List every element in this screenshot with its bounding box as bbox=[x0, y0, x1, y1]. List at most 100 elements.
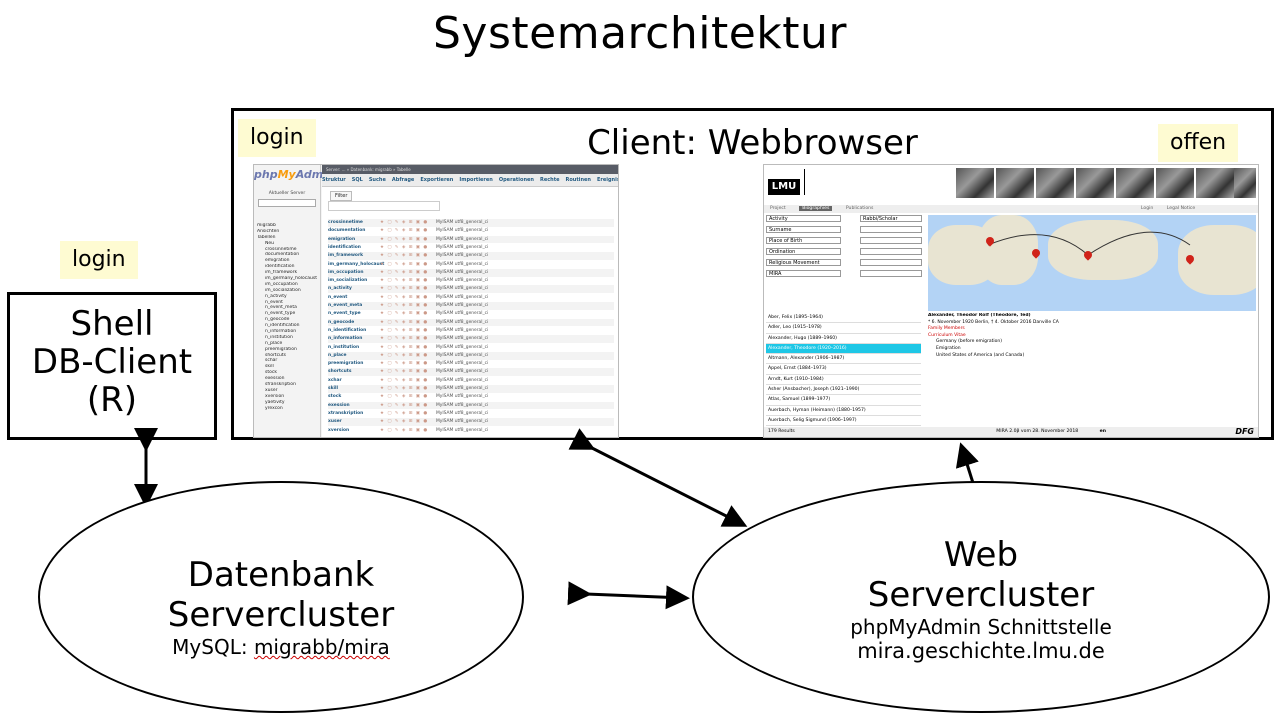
pma-row-action-icons[interactable]: ★ ▢ ✎ ◈ ⊞ ▣ ● bbox=[380, 402, 429, 408]
pma-row-action-icons[interactable]: ★ ▢ ✎ ◈ ⊞ ▣ ● bbox=[380, 244, 429, 250]
pma-tree-item[interactable]: stock bbox=[265, 370, 277, 376]
pma-table-name[interactable]: n_institution bbox=[328, 344, 360, 350]
nav-project[interactable]: Project bbox=[770, 206, 786, 211]
pma-tree-item[interactable]: migrabb bbox=[257, 223, 276, 228]
pma-row-action-icons[interactable]: ★ ▢ ✎ ◈ ⊞ ▣ ● bbox=[380, 361, 429, 367]
mira-field-input[interactable] bbox=[860, 237, 922, 244]
pma-tree-item[interactable]: emigration bbox=[265, 258, 290, 264]
pma-tab[interactable]: SQL bbox=[351, 177, 363, 183]
pma-table-row[interactable]: stock★ ▢ ✎ ◈ ⊞ ▣ ●MyISAM utf8_general_ci bbox=[328, 393, 614, 402]
pma-tree-item[interactable]: im_occupation bbox=[265, 281, 298, 287]
nav-login[interactable]: Login bbox=[1140, 206, 1154, 211]
pma-tab[interactable]: Rechte bbox=[539, 177, 560, 183]
pma-table-row[interactable]: n_institution★ ▢ ✎ ◈ ⊞ ▣ ●MyISAM utf8_ge… bbox=[328, 343, 614, 352]
pma-tree-item[interactable]: xversion bbox=[265, 393, 285, 399]
pma-tree-item[interactable]: n_information bbox=[265, 329, 297, 335]
pma-table-row[interactable]: im_framework★ ▢ ✎ ◈ ⊞ ▣ ●MyISAM utf8_gen… bbox=[328, 252, 614, 260]
pma-row-action-icons[interactable]: ★ ▢ ✎ ◈ ⊞ ▣ ● bbox=[380, 369, 429, 375]
mira-result-item[interactable]: Atlas, Samuel (1899–1977) bbox=[766, 395, 921, 406]
pma-tree-item[interactable]: preemigration bbox=[265, 346, 297, 352]
pma-row-action-icons[interactable]: ★ ▢ ✎ ◈ ⊞ ▣ ● bbox=[380, 294, 429, 300]
pma-table-row[interactable]: im_socialization★ ▢ ✎ ◈ ⊞ ▣ ●MyISAM utf8… bbox=[328, 277, 614, 285]
pma-tree-item[interactable]: Tabellen bbox=[257, 234, 276, 240]
pma-table-row[interactable]: n_information★ ▢ ✎ ◈ ⊞ ▣ ●MyISAM utf8_ge… bbox=[328, 335, 614, 343]
pma-table-name[interactable]: n_place bbox=[328, 352, 347, 358]
pma-tree-item[interactable]: n_place bbox=[265, 340, 283, 346]
pma-table-name[interactable]: xuser bbox=[328, 419, 342, 425]
pma-table-name[interactable]: skill bbox=[328, 386, 339, 391]
pma-row-action-icons[interactable]: ★ ▢ ✎ ◈ ⊞ ▣ ● bbox=[380, 278, 429, 284]
pma-tree-item[interactable]: Ansichten bbox=[257, 228, 280, 234]
pma-table-row[interactable]: n_activity★ ▢ ✎ ◈ ⊞ ▣ ●MyISAM utf8_gener… bbox=[328, 285, 614, 294]
pma-table-name[interactable]: n_event bbox=[328, 294, 348, 300]
pma-table-name[interactable]: n_activity bbox=[328, 286, 352, 292]
pma-row-action-icons[interactable]: ★ ▢ ✎ ◈ ⊞ ▣ ● bbox=[380, 386, 429, 391]
pma-tab[interactable]: Operationen bbox=[498, 177, 534, 183]
pma-table-row[interactable]: xchar★ ▢ ✎ ◈ ⊞ ▣ ●MyISAM utf8_general_ci bbox=[328, 376, 614, 385]
pma-table-row[interactable]: shortcuts★ ▢ ✎ ◈ ⊞ ▣ ●MyISAM utf8_genera… bbox=[328, 368, 614, 377]
pma-tab[interactable]: Exportieren bbox=[420, 177, 454, 183]
mira-field-select[interactable]: Religious Movement bbox=[766, 259, 841, 266]
mira-result-item[interactable]: Appel, Ernst (1884–1973) bbox=[766, 364, 921, 375]
pma-tree-item[interactable]: n_identification bbox=[265, 323, 300, 329]
mira-field-select[interactable]: MIRA bbox=[766, 270, 841, 277]
pma-table-name[interactable]: exession bbox=[328, 402, 350, 408]
pma-row-action-icons[interactable]: ★ ▢ ✎ ◈ ⊞ ▣ ● bbox=[380, 303, 429, 308]
pma-tree-item[interactable]: skill bbox=[265, 364, 274, 370]
pma-table-row[interactable]: identification★ ▢ ✎ ◈ ⊞ ▣ ●MyISAM utf8_g… bbox=[328, 243, 614, 252]
pma-table-name[interactable]: im_socialization bbox=[328, 278, 368, 284]
pma-row-action-icons[interactable]: ★ ▢ ✎ ◈ ⊞ ▣ ● bbox=[380, 286, 429, 292]
mira-result-item[interactable]: Aber, Felix (1895–1964) bbox=[766, 313, 921, 324]
pma-table-name[interactable]: n_identification bbox=[328, 327, 367, 333]
pma-row-action-icons[interactable]: ★ ▢ ✎ ◈ ⊞ ▣ ● bbox=[380, 352, 429, 358]
mira-result-item[interactable]: Altmann, Alexander (1906–1987) bbox=[766, 354, 921, 365]
mira-field-input[interactable] bbox=[860, 259, 922, 266]
pma-table-name[interactable]: xversion bbox=[328, 427, 350, 433]
mira-field-select[interactable]: Ordination bbox=[766, 248, 841, 255]
pma-tree-item[interactable]: exession bbox=[265, 376, 285, 382]
pma-tree-item[interactable]: n_event_meta bbox=[265, 305, 297, 311]
pma-table-name[interactable]: n_event_meta bbox=[328, 303, 363, 308]
pma-table-name[interactable]: stock bbox=[328, 394, 342, 400]
pma-table-row[interactable]: xtranskription★ ▢ ✎ ◈ ⊞ ▣ ●MyISAM utf8_g… bbox=[328, 409, 614, 418]
pma-tab[interactable]: Ereignisse bbox=[596, 177, 618, 183]
pma-tab[interactable]: Importieren bbox=[459, 177, 493, 183]
mira-field-input[interactable]: Rabbi/Scholar bbox=[860, 215, 922, 222]
mira-result-item[interactable]: Auerbach, Selig Sigmund (1906–1997) bbox=[766, 416, 921, 427]
pma-table-row[interactable]: exession★ ▢ ✎ ◈ ⊞ ▣ ●MyISAM utf8_general… bbox=[328, 401, 614, 410]
pma-tree-item[interactable]: n_event bbox=[265, 299, 283, 305]
pma-row-action-icons[interactable]: ★ ▢ ✎ ◈ ⊞ ▣ ● bbox=[380, 261, 429, 267]
mira-map[interactable] bbox=[928, 215, 1256, 311]
pma-tree-item[interactable]: documentation bbox=[265, 252, 300, 258]
pma-table-row[interactable]: n_identification★ ▢ ✎ ◈ ⊞ ▣ ●MyISAM utf8… bbox=[328, 326, 614, 335]
pma-table-row[interactable]: im_germany_holocaust★ ▢ ✎ ◈ ⊞ ▣ ●MyISAM … bbox=[328, 260, 614, 269]
pma-table-row[interactable]: xuser★ ▢ ✎ ◈ ⊞ ▣ ●MyISAM utf8_general_ci bbox=[328, 418, 614, 426]
pma-tab[interactable]: Routinen bbox=[565, 177, 591, 183]
pma-table-row[interactable]: xversion★ ▢ ✎ ◈ ⊞ ▣ ●MyISAM utf8_general… bbox=[328, 426, 614, 435]
pma-row-action-icons[interactable]: ★ ▢ ✎ ◈ ⊞ ▣ ● bbox=[380, 269, 429, 275]
mira-field-input[interactable] bbox=[860, 226, 922, 233]
pma-tree-item[interactable]: n_activity bbox=[265, 293, 287, 299]
pma-tree-item[interactable]: im_germany_holocaust bbox=[265, 276, 317, 282]
pma-row-action-icons[interactable]: ★ ▢ ✎ ◈ ⊞ ▣ ● bbox=[380, 228, 429, 234]
pma-tab[interactable]: Struktur bbox=[322, 177, 346, 183]
nav-legal-notice[interactable]: Legal Notice bbox=[1166, 206, 1196, 211]
pma-tree-item[interactable]: crossinnetime bbox=[265, 246, 297, 252]
pma-table-name[interactable]: xtranskription bbox=[328, 410, 364, 416]
pma-table-row[interactable]: n_geocode★ ▢ ✎ ◈ ⊞ ▣ ●MyISAM utf8_genera… bbox=[328, 318, 614, 327]
pma-table-name[interactable]: preemigration bbox=[328, 361, 364, 367]
pma-table-row[interactable]: n_event★ ▢ ✎ ◈ ⊞ ▣ ●MyISAM utf8_general_… bbox=[328, 293, 614, 302]
pma-row-action-icons[interactable]: ★ ▢ ✎ ◈ ⊞ ▣ ● bbox=[380, 319, 429, 325]
pma-row-action-icons[interactable]: ★ ▢ ✎ ◈ ⊞ ▣ ● bbox=[380, 220, 429, 225]
pma-table-name[interactable]: documentation bbox=[328, 228, 366, 234]
pma-row-action-icons[interactable]: ★ ▢ ✎ ◈ ⊞ ▣ ● bbox=[380, 253, 429, 259]
mira-result-item[interactable]: Auerbach, Hyman (Heimann) (1880–1957) bbox=[766, 406, 921, 416]
nav-publications[interactable]: Publications bbox=[845, 206, 874, 211]
pma-table-name[interactable]: im_framework bbox=[328, 253, 364, 259]
mira-field-select[interactable]: Activity bbox=[766, 215, 841, 222]
pma-tree-item[interactable]: n_event_type bbox=[265, 311, 296, 317]
pma-tree-item[interactable]: shortcuts bbox=[265, 352, 286, 358]
pma-tree-item[interactable]: sfranskription bbox=[265, 382, 296, 388]
pma-tree-item[interactable]: xuser bbox=[265, 387, 278, 393]
pma-table-row[interactable]: crossinnetime★ ▢ ✎ ◈ ⊞ ▣ ●MyISAM utf8_ge… bbox=[328, 219, 614, 227]
